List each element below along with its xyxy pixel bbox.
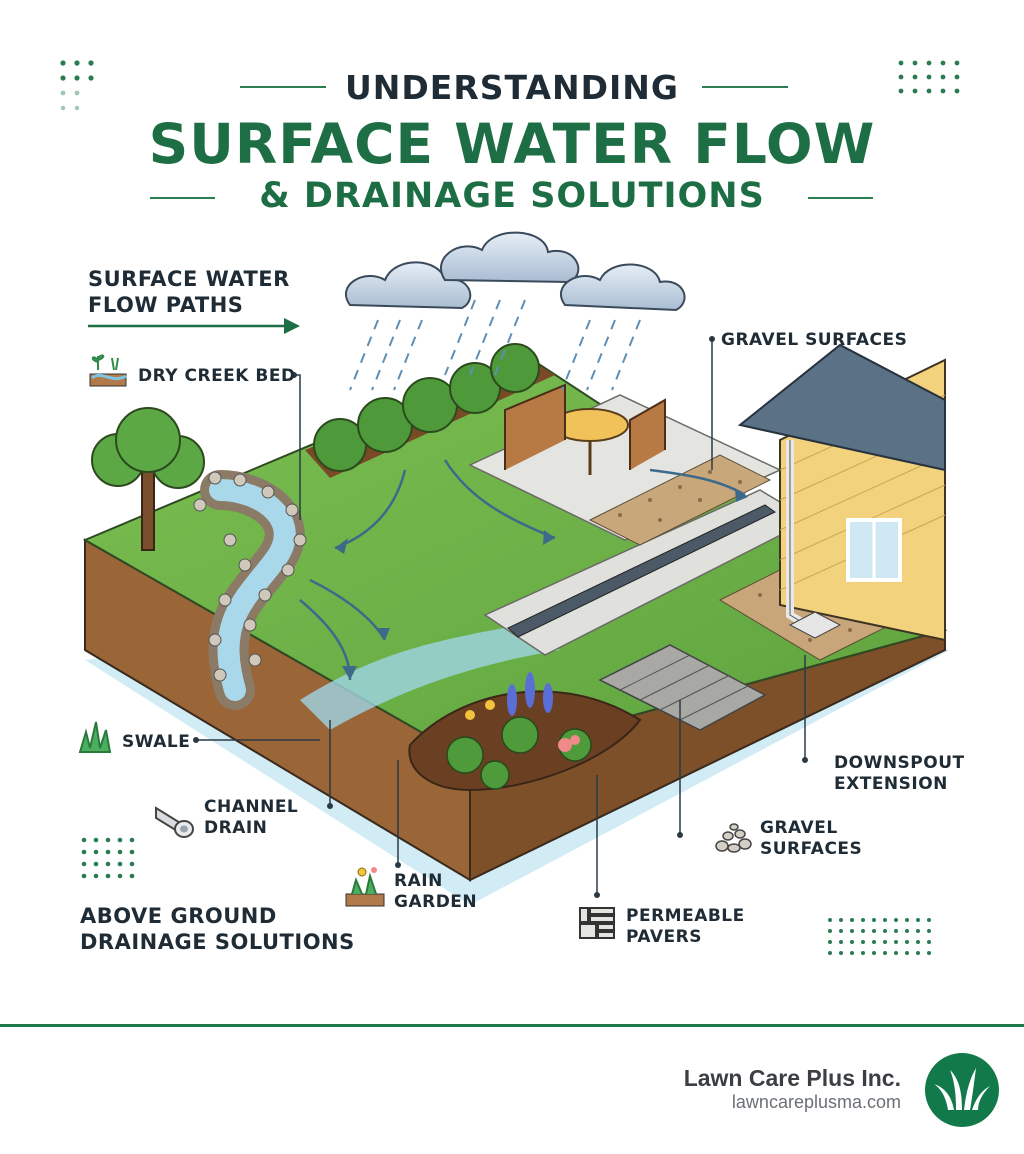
rain-garden-icon (345, 867, 385, 907)
title-drainage-solutions: & DRAINAGE SOLUTIONS (259, 176, 765, 216)
title-surface-water-flow: SURFACE WATER FLOW (148, 112, 876, 176)
gravel-icon (715, 823, 752, 853)
label-permeable-pavers: PERMEABLE PAVERS (626, 906, 745, 947)
header-rule-left-top (240, 86, 326, 88)
gravel-strip-upper (588, 454, 772, 546)
house-roof (737, 343, 946, 472)
permeable-pavers-icon (579, 907, 615, 939)
label-gravel-surfaces-top: GRAVEL SURFACES (721, 330, 908, 350)
tree-canopy (91, 407, 205, 489)
above-ground-drainage-solutions-title: ABOVE GROUND DRAINAGE SOLUTIONS (80, 904, 355, 954)
rain (349, 299, 641, 391)
dot-grid-top-left (60, 60, 94, 111)
label-swale: SWALE (122, 732, 191, 752)
header-rule-right-bottom (808, 197, 873, 199)
leader-lines (88, 318, 808, 898)
company-website[interactable]: lawncareplusma.com (731, 1092, 901, 1112)
label-downspout-extension: DOWNSPOUT EXTENSION (834, 753, 965, 794)
rain-clouds (344, 231, 686, 312)
header-rule-left-bottom (150, 197, 215, 199)
splash-block (788, 611, 842, 639)
label-gravel-surfaces-bottom: GRAVEL SURFACES (760, 818, 863, 859)
patio-chair (629, 398, 666, 470)
permeable-paver-area (598, 644, 767, 731)
dot-grid-bottom-right (828, 918, 931, 955)
patio-bench (504, 383, 566, 470)
label-dry-creek-bed: DRY CREEK BED (138, 366, 296, 386)
label-channel-drain: CHANNEL DRAIN (204, 797, 299, 838)
title-understanding: UNDERSTANDING (344, 68, 679, 107)
surface-water-flow-paths-title: SURFACE WATER FLOW PATHS (88, 267, 290, 317)
footer-divider (0, 1024, 1024, 1027)
company-logo-icon (925, 1053, 999, 1127)
dot-grid-top-right (898, 60, 960, 94)
dot-grid-bottom-left (81, 837, 135, 879)
label-rain-garden: RAIN GARDEN (394, 871, 478, 912)
channel-drain-grate (507, 504, 776, 638)
dry-creek-bed-icon (89, 354, 127, 387)
swale-icon (78, 721, 112, 753)
company-name: Lawn Care Plus Inc. (683, 1065, 901, 1091)
swale-depression (300, 625, 560, 730)
channel-drain-icon (155, 806, 194, 838)
header-rule-right-top (702, 86, 788, 88)
